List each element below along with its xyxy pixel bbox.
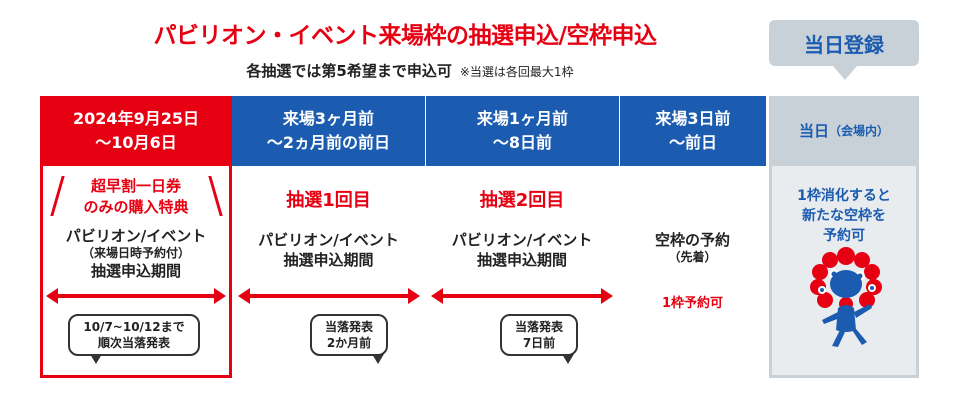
column-header-sub: （会場内） (829, 124, 890, 138)
bubble-line2: 7日前 (522, 336, 556, 350)
column-header-line1: 2024年9月25日 (73, 109, 199, 128)
arrow-left-icon (431, 288, 443, 304)
column-header-line2: 〜10月6日 (95, 133, 177, 152)
tag-pointer-icon (833, 66, 857, 80)
desc-line1: パビリオン/イベント (65, 227, 207, 245)
announcement-bubble-round-2: 当落発表 7日前 (500, 314, 578, 364)
col3-description: パビリオン/イベント 抽選申込期間 (425, 230, 619, 270)
arrow-right-icon (601, 288, 613, 304)
page-subtitle: 各抽選では第5希望まで申込可 ※当選は各回最大1枠 (150, 60, 670, 81)
column-header-3-days: 来場3日前 〜前日 (619, 96, 766, 166)
announcement-bubble-round-1: 当落発表 2か月前 (310, 314, 388, 364)
column-header-line1: 来場3ヶ月前 (282, 109, 375, 128)
myaku-myaku-mascot-icon (810, 247, 882, 347)
period-arrow-round-1 (238, 288, 420, 304)
desc-paren: （来場日時予約付） (81, 246, 190, 260)
same-day-line3: 予約可 (823, 228, 865, 244)
desc-line2: 抽選申込期間 (90, 262, 181, 280)
arrow-left-icon (238, 288, 250, 304)
subtitle-text: 各抽選では第5希望まで申込可 (246, 62, 452, 80)
column-header-3-months: 来場3ヶ月前 〜2ヵ月前の前日 (232, 96, 425, 166)
column-header-main: 当日 (798, 122, 829, 140)
special-line1: 超早割一日券 (90, 177, 181, 195)
desc-line1: パビリオン/イベント (451, 231, 593, 249)
col2-description: パビリオン/イベント 抽選申込期間 (232, 230, 425, 270)
round-1-label: 抽選1回目 (286, 190, 371, 211)
same-day-line2: 新たな空枠を (802, 208, 886, 224)
special-benefit-label: 超早割一日券 のみの購入特典 (48, 176, 224, 218)
availability-label: 1枠予約可 (661, 296, 724, 311)
arrow-right-icon (214, 288, 226, 304)
arrow-right-icon (408, 288, 420, 304)
desc-line2: 抽選申込期間 (476, 251, 567, 269)
column-header-line2: 〜8日前 (492, 133, 553, 152)
column-header-line2: 〜前日 (668, 133, 717, 152)
desc-line1: パビリオン/イベント (258, 231, 399, 249)
bubble-line1: 当落発表 (514, 320, 563, 334)
page-title: パビリオン・イベント来場枠の抽選申込/空枠申込 (153, 23, 657, 49)
bubble-line2: 2か月前 (326, 336, 372, 350)
desc-line1: 空枠の予約 (654, 231, 730, 249)
col1-description: パビリオン/イベント （来場日時予約付） 抽選申込期間 (44, 226, 228, 281)
same-day-line1: 1枠消化すると (797, 188, 891, 204)
same-day-registration-tag: 当日登録 (769, 20, 919, 66)
column-header-1-month: 来場1ヶ月前 〜8日前 (425, 96, 619, 166)
column-header-line1: 来場3日前 (655, 109, 731, 128)
arrow-left-icon (46, 288, 58, 304)
desc-paren: （先着） (668, 250, 717, 264)
bubble-line1: 10/7~10/12まで (83, 320, 185, 334)
round-2-label: 抽選2回目 (479, 190, 565, 211)
column-header-early: 2024年9月25日 〜10月6日 (40, 96, 232, 166)
same-day-description: 1枠消化すると 新たな空枠を 予約可 (769, 186, 919, 246)
special-line2: のみの購入特典 (83, 198, 189, 216)
bubble-line1: 当落発表 (324, 320, 373, 334)
announcement-bubble-early: 10/7~10/12まで 順次当落発表 (68, 314, 200, 364)
period-arrow-early (46, 288, 226, 304)
bubble-line2: 順次当落発表 (97, 336, 170, 350)
column-header-line2: 〜2ヵ月前の前日 (266, 133, 391, 152)
period-arrow-round-2 (431, 288, 613, 304)
column-header-same-day: 当日（会場内） (769, 96, 919, 166)
col4-description: 空枠の予約 （先着） (619, 230, 766, 265)
column-header-line1: 来場1ヶ月前 (476, 109, 569, 128)
subtitle-note: ※当選は各回最大1枠 (459, 65, 574, 79)
desc-line2: 抽選申込期間 (283, 251, 374, 269)
